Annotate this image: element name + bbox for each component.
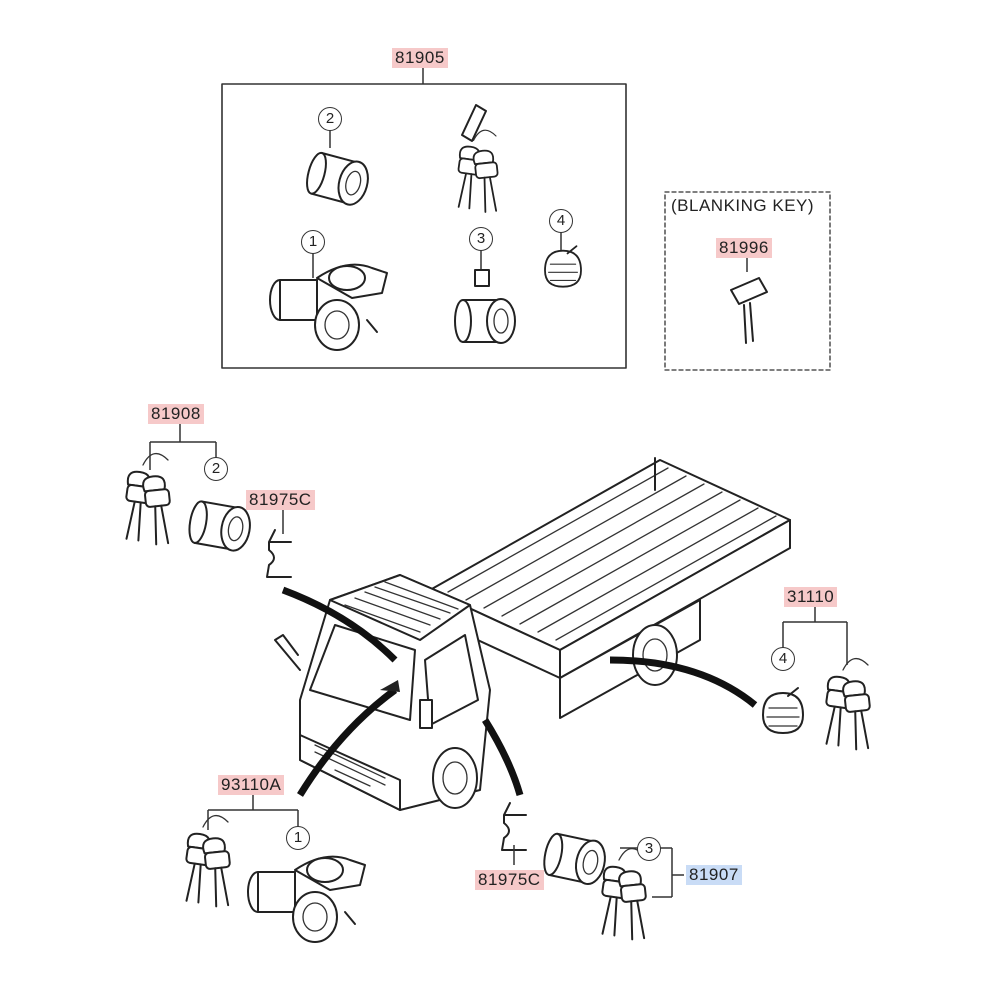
clip-top [266, 510, 292, 578]
part-label-81908[interactable]: 81908 [148, 404, 204, 424]
kit-keys [453, 104, 502, 213]
truck-illustration [274, 457, 791, 811]
callout-kit-4: 4 [549, 209, 573, 233]
part-label-81975c-top[interactable]: 81975C [246, 490, 315, 510]
kit-fuel-cap-4 [544, 232, 582, 288]
part-label-81905[interactable]: 81905 [392, 48, 448, 68]
callout-kit-3: 3 [469, 227, 493, 251]
callout-kit-1: 1 [301, 230, 325, 254]
kit-door-cylinder-2 [302, 130, 374, 209]
callout-ignition-1: 1 [286, 826, 310, 850]
kit-trunk-cylinder-3 [454, 250, 516, 344]
callout-kit-2: 2 [318, 107, 342, 131]
blanking-key [730, 277, 768, 344]
part-label-93110a[interactable]: 93110A [218, 775, 285, 795]
part-label-81907[interactable]: 81907 [686, 865, 742, 885]
part-label-81975c-bottom[interactable]: 81975C [475, 870, 544, 890]
callout-left-2: 2 [204, 457, 228, 481]
kit-box [221, 83, 627, 369]
part-label-81996[interactable]: 81996 [716, 238, 772, 258]
blanking-key-box [664, 191, 831, 371]
callout-fuel-4: 4 [771, 647, 795, 671]
part-label-31110[interactable]: 31110 [784, 587, 838, 607]
callout-door-3: 3 [637, 837, 661, 861]
blanking-key-header: (BLANKING KEY) [671, 196, 815, 215]
clip-bottom [501, 802, 527, 865]
kit-ignition-1 [269, 253, 388, 351]
